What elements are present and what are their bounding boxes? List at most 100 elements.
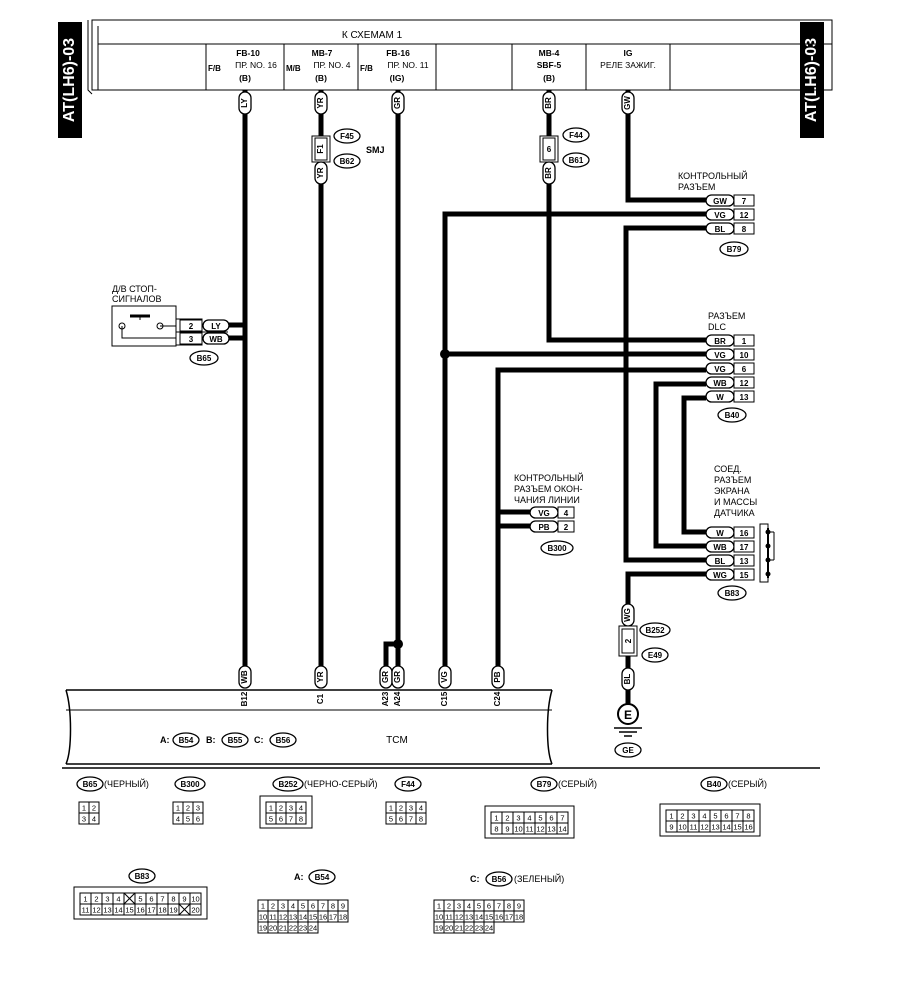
legend-b79-pin-cell: 6 — [549, 814, 553, 823]
legend-b83-pin-cell: 10 — [191, 895, 199, 904]
legend-b54-pin-cell: 2 — [271, 902, 275, 911]
stop-switch-connector: B65 — [197, 354, 212, 363]
legend-b54-pin-cell: 16 — [319, 913, 327, 922]
b83-color-3: BL — [715, 557, 726, 566]
legend-b56-pin-cell: 18 — [515, 913, 523, 922]
fuse-cell-2-fuse: ПР. NO. 4 — [313, 60, 350, 70]
legend-b40-pin-cell: 6 — [724, 812, 728, 821]
legend-b79-name: B79 — [537, 780, 552, 789]
fuse-cell-2-prefix: M/B — [286, 64, 301, 73]
legend-b83-pin-cell: 20 — [191, 906, 199, 915]
b83-connector: B83 — [725, 589, 740, 598]
dlc-title-2: DLC — [708, 322, 727, 332]
legend-b56-pin-cell: 2 — [447, 902, 451, 911]
fuse-cell-2-type: (B) — [315, 73, 327, 83]
stop-switch-title-2: СИГНАЛОВ — [112, 294, 161, 304]
wire-label-bl-ground: BL — [623, 674, 632, 685]
side-tab-right: AT(LH6)-03 — [800, 22, 824, 138]
legend-b56-pin-cell: 8 — [507, 902, 511, 911]
dlc-color-5: W — [716, 393, 724, 402]
legend-b252-pin-cell: 8 — [299, 815, 303, 824]
legend-b54-pin-cell: 9 — [341, 902, 345, 911]
legend-b65-pin-cell: 1 — [82, 804, 86, 813]
legend-b56-prefix: C: — [470, 874, 480, 884]
ground-path: WG 2 B252 E49 BL E GE — [614, 603, 671, 758]
legend-b54-pin-cell: 21 — [279, 924, 287, 933]
legend-f44-pin-cell: 1 — [389, 804, 393, 813]
legend-b79-note: (СЕРЫЙ) — [558, 778, 597, 789]
legend-b56-pin-cell: 13 — [465, 913, 473, 922]
legend-f44-pin-cell: 7 — [409, 815, 413, 824]
b79-title-2: РАЗЪЕМ — [678, 182, 715, 192]
legend-b83-pin-cell: 2 — [94, 895, 98, 904]
b83-title-4: И МАССЫ — [714, 497, 757, 507]
legend-b40-pin-cell: 15 — [733, 823, 741, 832]
legend-b54-pin-cell: 24 — [309, 924, 317, 933]
fuse-cell-5-name: MB-4 — [539, 48, 560, 58]
b79-title-1: КОНТРОЛЬНЫЙ — [678, 170, 748, 181]
check-connector-b79: КОНТРОЛЬНЫЙ РАЗЪЕМ GW 7 VG 12 BL 8 B79 — [678, 170, 755, 257]
legend-b54-pin-cell: 23 — [299, 924, 307, 933]
legend-b54-pin-cell: 20 — [269, 924, 277, 933]
tcm-wire-vg: VG — [440, 671, 449, 683]
tcm-b-prefix: B: — [206, 735, 216, 745]
legend-b40-pin-cell: 1 — [669, 812, 673, 821]
b83-color-2: WB — [713, 543, 727, 552]
dlc-pin-1: 1 — [742, 337, 747, 346]
smj-connector-f44: 6 F44 B61 BR — [539, 127, 590, 185]
legend-b300-pin-cell: 4 — [176, 815, 180, 824]
fuse-cell-5-type: (B) — [543, 73, 555, 83]
dlc-title-1: РАЗЪЕМ — [708, 311, 745, 321]
b83-title-1: СОЕД. — [714, 464, 742, 474]
stop-light-switch: Д/В СТОП- СИГНАЛОВ 2 3 LY WB B65 — [111, 284, 230, 366]
fuse-cell-1-prefix: F/B — [208, 64, 221, 73]
legend-b300-pin-cell: 5 — [186, 815, 190, 824]
tcm-box: A: B54 B: B55 C: B56 TCM — [65, 689, 553, 765]
legend-b79-pin-cell: 7 — [560, 814, 564, 823]
legend-b56-name: B56 — [492, 875, 507, 884]
b300-title-2: РАЗЪЕМ ОКОН- — [514, 484, 583, 494]
legend-b252-pin-cell: 2 — [279, 804, 283, 813]
side-tab-right-label: AT(LH6)-03 — [803, 38, 820, 122]
legend-b54-pin-cell: 22 — [289, 924, 297, 933]
b83-pin-4: 15 — [740, 571, 749, 580]
legend-b83-pin-cell: 4 — [116, 895, 120, 904]
legend-b83-pin-cell: 15 — [125, 906, 133, 915]
b79-color-1: GW — [713, 197, 727, 206]
dlc-connector: B40 — [725, 411, 740, 420]
ground-b252: B252 — [645, 626, 665, 635]
legend-b56-pin-cell: 9 — [517, 902, 521, 911]
b79-pin-2: 12 — [740, 211, 749, 220]
legend-b65-name: B65 — [83, 780, 98, 789]
legend-b83-pin-cell: 18 — [158, 906, 166, 915]
dlc-color-2: VG — [714, 351, 726, 360]
legend-b54-pin-cell: 18 — [339, 913, 347, 922]
tcm-pin-a24: A24 — [393, 691, 402, 706]
b83-title-2: РАЗЪЕМ — [714, 475, 751, 485]
fuse-cell-1-name: FB-10 — [236, 48, 260, 58]
tcm-wire-yr: YR — [316, 671, 325, 682]
dlc-pin-5: 13 — [740, 393, 749, 402]
tcm-label: TCM — [386, 735, 408, 746]
b83-color-1: W — [716, 529, 724, 538]
fuse-cell-2-name: MB-7 — [312, 48, 333, 58]
dlc-pin-2: 10 — [740, 351, 749, 360]
legend-b54-pin-cell: 17 — [329, 913, 337, 922]
legend-b79-pin-cell: 8 — [494, 825, 498, 834]
legend-b79-pin-cell: 3 — [516, 814, 520, 823]
smj-connector-f45: F1 F45 B62 SMJ YR — [311, 128, 385, 185]
legend-b56-pin-cell: 16 — [495, 913, 503, 922]
legend-b83-pin-cell: 14 — [114, 906, 122, 915]
legend-b40-pin-cell: 12 — [700, 823, 708, 832]
legend-b56-pin-cell: 14 — [475, 913, 483, 922]
legend-b252-pin-cell: 6 — [279, 815, 283, 824]
ground-symbol-letter: E — [624, 708, 632, 722]
tcm-pin-b12: B12 — [240, 691, 249, 706]
legend-b83-pin-cell: 8 — [171, 895, 175, 904]
b83-pin-1: 16 — [740, 529, 749, 538]
legend-b79-pin-cell: 14 — [558, 825, 566, 834]
tcm-wire-wb: WB — [240, 670, 249, 684]
